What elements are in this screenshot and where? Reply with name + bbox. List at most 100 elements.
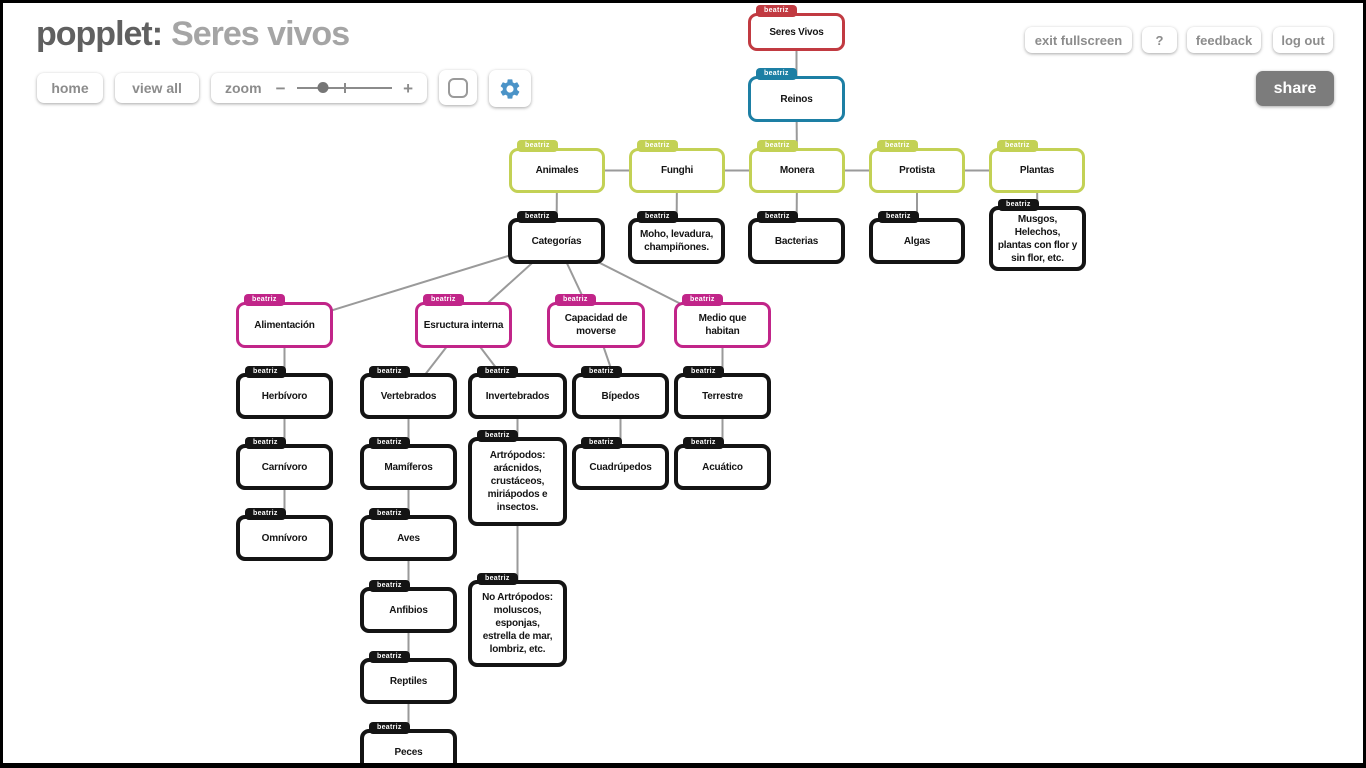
frame-tool-button[interactable] bbox=[439, 70, 477, 105]
node-author-tab: beatriz bbox=[245, 366, 286, 378]
node-label: Funghi bbox=[660, 165, 694, 176]
node-author-tab: beatriz bbox=[369, 366, 410, 378]
node-author-tab: beatriz bbox=[637, 211, 678, 223]
node-label: Protista bbox=[899, 165, 935, 176]
node-label: Omnívoro bbox=[261, 532, 308, 544]
popplet-node-no-artropodos[interactable]: beatriz No Artrópodos: moluscos, esponjas… bbox=[468, 573, 567, 667]
zoom-control[interactable]: zoom − + bbox=[211, 73, 427, 103]
view-all-button[interactable]: view all bbox=[115, 73, 199, 103]
home-button[interactable]: home bbox=[37, 73, 103, 103]
node-label: Bacterias bbox=[774, 235, 819, 247]
node-label: Categorías bbox=[531, 235, 582, 247]
node-label: Medio que habitan bbox=[698, 313, 747, 337]
node-label: Artrópodos: arácnidos, crustáceos, miriá… bbox=[487, 450, 548, 513]
zoom-label: zoom bbox=[225, 80, 262, 96]
rounded-square-icon bbox=[448, 77, 468, 98]
node-author-tab: beatriz bbox=[877, 140, 918, 152]
node-label: Capacidad de moverse bbox=[564, 313, 628, 337]
node-author-tab: beatriz bbox=[477, 430, 518, 442]
zoom-out-button[interactable]: − bbox=[275, 78, 286, 98]
gear-icon bbox=[498, 77, 522, 101]
exit-fullscreen-label: exit fullscreen bbox=[1034, 32, 1123, 48]
settings-button[interactable] bbox=[489, 70, 531, 107]
node-author-tab: beatriz bbox=[369, 722, 410, 734]
node-label: Bípedos bbox=[601, 390, 640, 402]
help-button-label: ? bbox=[1155, 32, 1164, 48]
zoom-in-button[interactable]: + bbox=[403, 78, 413, 98]
feedback-button[interactable]: feedback bbox=[1187, 27, 1261, 53]
brand-name: popplet: bbox=[36, 15, 163, 53]
node-label: Reptiles bbox=[389, 675, 428, 687]
node-author-tab: beatriz bbox=[878, 211, 919, 223]
help-button[interactable]: ? bbox=[1142, 27, 1177, 53]
zoom-slider-handle[interactable] bbox=[317, 82, 329, 93]
zoom-slider[interactable] bbox=[296, 82, 393, 93]
zoom-slider-tick bbox=[344, 83, 347, 93]
node-label: No Artrópodos: moluscos, esponjas, estre… bbox=[482, 592, 553, 655]
node-author-tab: beatriz bbox=[756, 5, 797, 17]
node-label: Aves bbox=[397, 532, 420, 544]
node-label: Terrestre bbox=[702, 390, 743, 402]
node-label: Peces bbox=[394, 746, 423, 758]
node-label: Carnívoro bbox=[261, 461, 308, 473]
node-author-tab: beatriz bbox=[997, 140, 1038, 152]
node-label: Anfibios bbox=[389, 604, 428, 616]
node-author-tab: beatriz bbox=[477, 366, 518, 378]
node-author-tab: beatriz bbox=[581, 437, 622, 449]
node-author-tab: beatriz bbox=[244, 294, 285, 306]
node-label: Plantas bbox=[1019, 165, 1055, 176]
node-label: Seres Vivos bbox=[769, 26, 824, 38]
node-author-tab: beatriz bbox=[517, 140, 558, 152]
node-author-tab: beatriz bbox=[757, 211, 798, 223]
node-label: Mamíferos bbox=[384, 461, 433, 473]
node-author-tab: beatriz bbox=[757, 140, 798, 152]
node-author-tab: beatriz bbox=[477, 573, 518, 585]
node-label: Vertebrados bbox=[380, 390, 437, 402]
app-logo: popplet:Seres vivos bbox=[36, 15, 350, 54]
node-author-tab: beatriz bbox=[369, 437, 410, 449]
exit-fullscreen-button[interactable]: exit fullscreen bbox=[1025, 27, 1132, 53]
node-author-tab: beatriz bbox=[756, 68, 797, 80]
share-button[interactable]: share bbox=[1256, 71, 1334, 106]
node-label: Alimentación bbox=[254, 319, 315, 331]
feedback-button-label: feedback bbox=[1195, 32, 1253, 48]
node-author-tab: beatriz bbox=[369, 508, 410, 520]
share-button-label: share bbox=[1273, 79, 1317, 97]
view-all-button-label: view all bbox=[132, 80, 182, 96]
log-out-button[interactable]: log out bbox=[1273, 27, 1333, 53]
node-label: Cuadrúpedos bbox=[589, 461, 652, 473]
